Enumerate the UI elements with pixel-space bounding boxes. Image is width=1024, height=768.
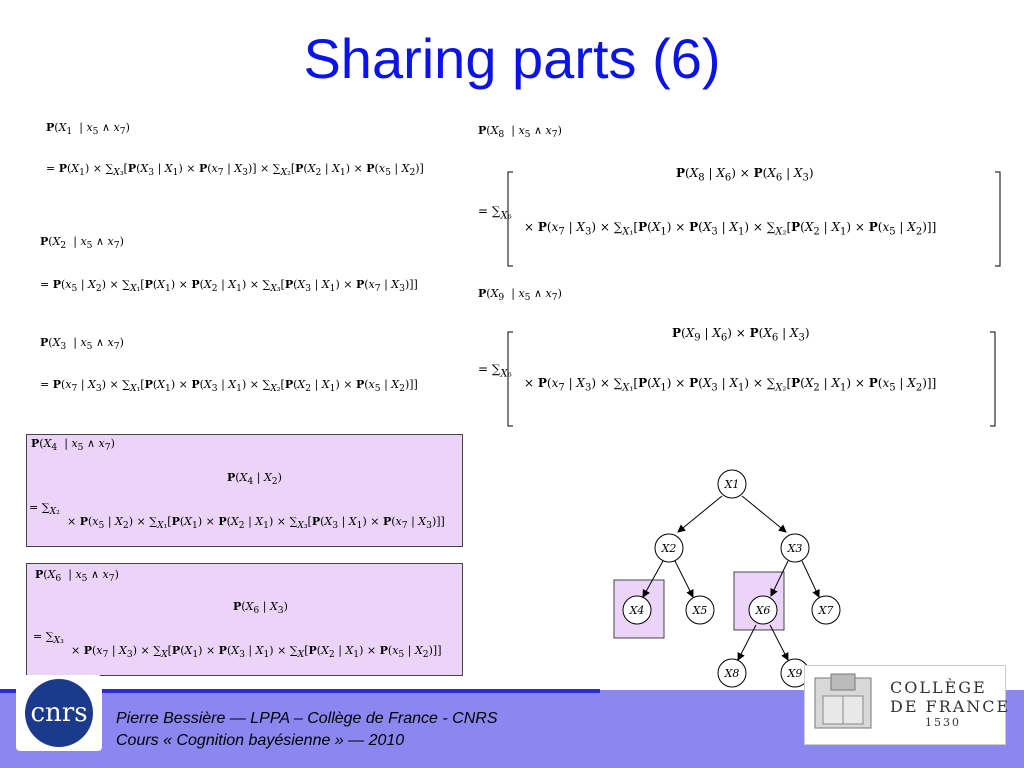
equation-x9-sum: = ∑X₆: [478, 362, 512, 380]
node-x2: X2: [654, 533, 684, 563]
node-x7: X7: [811, 595, 841, 625]
footer-line-2: Cours « Cognition bayésienne » — 2010: [116, 732, 405, 749]
equation-x9-top: P(X9 | X6) × P(X6 | X3): [672, 326, 810, 344]
equation-x8-bottom: × P(x7 | X3) × ∑X₁[P(X1) × P(X3 | X1) × …: [524, 220, 937, 238]
equation-x6-bottom: × P(x7 | X3) × ∑X[P(X1) × P(X3 | X1) × ∑…: [71, 644, 442, 661]
equation-x6-sum: = ∑X₃: [33, 630, 64, 647]
footer-divider: [0, 689, 600, 693]
equation-x4-box: P(X4 | x5 ∧ x7) P(X4 | X2) = ∑X₂ × P(x5 …: [26, 434, 463, 547]
equation-x4-lhs: P(X4 | x5 ∧ x7): [31, 437, 115, 454]
node-x3: X3: [780, 533, 810, 563]
svg-text:X6: X6: [755, 604, 771, 617]
svg-text:X1: X1: [724, 478, 740, 491]
college-de-france-emblem: [814, 673, 872, 729]
svg-text:X3: X3: [787, 542, 803, 555]
equation-x4-bottom: × P(x5 | X2) × ∑X₁[P(X1) × P(X2 | X1) × …: [67, 515, 445, 532]
node-x5: X5: [685, 595, 715, 625]
svg-text:X4: X4: [629, 604, 645, 617]
svg-text:X8: X8: [724, 667, 740, 680]
equation-x2-lhs: P(X2 | x5 ∧ x7): [40, 235, 124, 252]
equation-x8-sum: = ∑X₆: [478, 204, 512, 222]
equation-x4-sum: = ∑X₂: [29, 501, 60, 518]
equation-x3-lhs: P(X3 | x5 ∧ x7): [40, 336, 124, 353]
equation-x6-box: P(X6 | x5 ∧ x7) P(X6 | X3) = ∑X₃ × P(x7 …: [26, 563, 463, 676]
equation-x9-brackets: [507, 331, 996, 427]
slide-title: Sharing parts (6): [303, 27, 721, 90]
cnrs-logo-graphic: cnrs: [25, 679, 93, 747]
equation-x1-rhs: = P(X1) × ∑X₃[P(X3 | X1) × P(x7 | X3)] ×…: [46, 162, 424, 179]
node-x9: X9: [780, 658, 810, 688]
equation-x3-rhs: = P(x7 | X3) × ∑X₁[P(X1) × P(X3 | X1) × …: [40, 378, 418, 395]
equation-x6-lhs: P(X6 | x5 ∧ x7): [35, 568, 119, 585]
equation-x8-lhs: P(X8 | x5 ∧ x7): [478, 124, 562, 141]
cdf-year: 1530: [925, 716, 961, 729]
node-x4: X4: [622, 595, 652, 625]
footer-line-1: Pierre Bessière — LPPA – Collège de Fran…: [116, 710, 498, 727]
cnrs-logo: cnrs: [16, 675, 102, 751]
svg-text:X5: X5: [692, 604, 708, 617]
node-x1: X1: [717, 469, 747, 499]
college-de-france-logo: [804, 665, 1006, 745]
svg-text:X2: X2: [661, 542, 677, 555]
equation-x9-bottom: × P(x7 | X3) × ∑X₁[P(X1) × P(X3 | X1) × …: [524, 376, 937, 394]
node-x6: X6: [748, 595, 778, 625]
equation-x6-top: P(X6 | X3): [233, 600, 288, 617]
equation-x8-brackets: [507, 171, 1001, 267]
equation-x2-rhs: = P(x5 | X2) × ∑X₁[P(X1) × P(X2 | X1) × …: [40, 278, 418, 295]
highlight-box-x4: [613, 579, 665, 639]
svg-text:X7: X7: [818, 604, 834, 617]
svg-text:cnrs: cnrs: [30, 698, 87, 728]
cdf-line-1: COLLÈGE: [890, 678, 987, 697]
footer-credits: Pierre Bessière — LPPA – Collège de Fran…: [116, 708, 497, 752]
bayesian-tree-diagram: X1 X2 X3 X4 X5 X6 X7 X8 X9: [613, 469, 841, 688]
equation-x4-top: P(X4 | X2): [227, 471, 282, 488]
equation-x8-top: P(X8 | X6) × P(X6 | X3): [676, 166, 814, 184]
cdf-line-2: DE FRANCE: [890, 697, 1011, 716]
equation-x9-lhs: P(X9 | x5 ∧ x7): [478, 287, 562, 304]
node-x8: X8: [717, 658, 747, 688]
equation-x1-lhs: P(X1 | x5 ∧ x7): [46, 121, 130, 138]
svg-text:X9: X9: [787, 667, 803, 680]
